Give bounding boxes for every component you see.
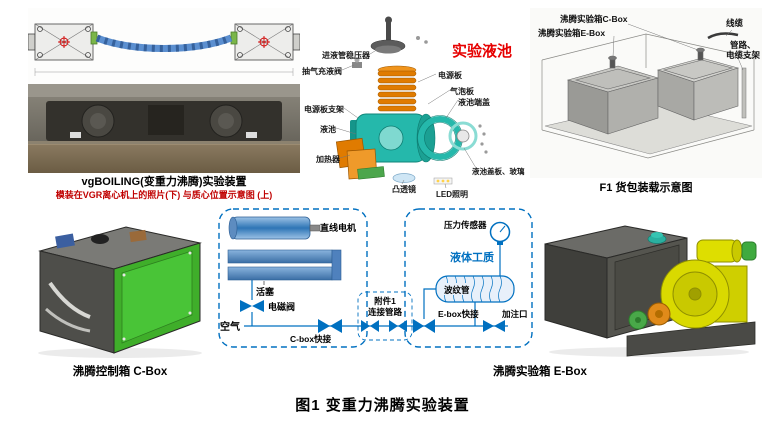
label-bellows: 波纹管 bbox=[444, 285, 470, 295]
inlet-regulator-part bbox=[370, 16, 406, 54]
cbox-shadow bbox=[38, 348, 202, 358]
label-f1-ebox: 沸腾实验箱E-Box bbox=[538, 28, 605, 38]
f1-caption: F1 货包装载示意图 bbox=[599, 182, 693, 194]
bellows-symbol bbox=[435, 275, 515, 303]
coil-stack-part bbox=[377, 65, 417, 112]
label-attachment-2: 连接管路 bbox=[368, 307, 403, 317]
label-fill-port: 加注口 bbox=[501, 309, 528, 319]
led-board-part bbox=[433, 177, 453, 185]
label-bubble-plate: 气泡板 bbox=[449, 86, 475, 96]
centroid-marker-icon bbox=[58, 36, 270, 48]
vgr-centrifuge-photo bbox=[28, 84, 300, 173]
linear-motor-symbol bbox=[228, 216, 321, 240]
label-f1-cable: 线缆 bbox=[726, 18, 744, 28]
label-power-board: 电源板 bbox=[438, 70, 463, 80]
heater-plates-part bbox=[335, 137, 378, 180]
cbox-schematic-boundary bbox=[218, 208, 368, 348]
f1-package-panel: 沸腾实验箱C-Box 沸腾实验箱E-Box 线缆 管路、 电缆支架 F1 货包装… bbox=[530, 8, 762, 204]
cbox-top-equipment bbox=[55, 229, 147, 249]
vgr-title: vgBOILING(变重力沸腾)实验装置 bbox=[81, 176, 247, 188]
centrifuge-wheel bbox=[81, 104, 243, 138]
solenoid-valve-symbol bbox=[240, 300, 264, 312]
cbox-caption: 沸腾控制箱 C-Box bbox=[72, 366, 168, 378]
f1-package-drawing: 沸腾实验箱C-Box 沸腾实验箱E-Box 线缆 管路、 电缆支架 bbox=[530, 8, 762, 178]
f1-leader-lines bbox=[612, 23, 744, 71]
back-box bbox=[656, 47, 740, 121]
label-piston: 活塞 bbox=[256, 286, 275, 297]
label-end-cover: 液池端盖 bbox=[458, 97, 490, 107]
pressure-sensor-symbol bbox=[489, 221, 511, 245]
label-ebox-connector: E-box快接 bbox=[438, 309, 479, 319]
label-inlet-regulator: 进液管稳压器 bbox=[322, 50, 371, 60]
label-pump-fill-valve: 抽气充液阀 bbox=[302, 66, 342, 76]
pipeline-valve-a bbox=[361, 320, 379, 332]
label-pool: 液池 bbox=[320, 124, 336, 134]
label-air: 空气 bbox=[220, 320, 240, 333]
photo-label-tag-2 bbox=[246, 132, 257, 138]
ebox-quick-connector-symbol bbox=[413, 319, 435, 333]
label-lens: 凸透镜 bbox=[392, 184, 416, 194]
vgr-centroid-drawing bbox=[28, 8, 300, 84]
fluid-schematic: 直线电机 活塞 电磁阀 空气 C-box快接 附件1 连接管路 压力传感器 液体… bbox=[218, 208, 533, 348]
cbox-quick-connector-symbol bbox=[318, 319, 342, 333]
liquid-pool-exploded-view: 实验液池 进液管稳压器 抽气充液阀 电源板 气泡板 液池端盖 电源板支架 液池 … bbox=[302, 16, 525, 199]
ebox-render bbox=[544, 225, 757, 357]
cbox-screws bbox=[122, 251, 192, 341]
ebox-caption: 沸腾实验箱 E-Box bbox=[493, 366, 587, 378]
label-cbox-connector: C-box快接 bbox=[290, 334, 332, 344]
leader-lines bbox=[335, 47, 477, 189]
label-led: LED照明 bbox=[436, 190, 468, 199]
label-f1-bracket-1: 管路、 bbox=[730, 40, 756, 50]
rack-frame bbox=[541, 33, 755, 159]
label-power-bracket: 电源板支架 bbox=[304, 104, 344, 114]
small-valve-part bbox=[352, 36, 428, 68]
label-f1-cbox: 沸腾实验箱C-Box bbox=[560, 14, 628, 24]
lens-part bbox=[392, 173, 416, 183]
pipeline-valve-b bbox=[389, 320, 407, 332]
photo-floor-edge bbox=[28, 141, 300, 145]
figure-caption: 图1 变重力沸腾实验装置 bbox=[295, 397, 470, 414]
pipe-bracket-part bbox=[741, 67, 747, 119]
piston-symbol bbox=[227, 249, 342, 281]
ebox-reels bbox=[628, 302, 671, 330]
flexible-tube bbox=[95, 34, 233, 52]
ebox-yellow-machine bbox=[660, 239, 757, 329]
label-linear-motor: 直线电机 bbox=[320, 222, 356, 233]
label-attachment-1: 附件1 bbox=[374, 296, 396, 306]
cbox-render bbox=[38, 226, 202, 358]
attachment-boundary bbox=[357, 291, 413, 341]
ebox-base-platform bbox=[626, 321, 756, 357]
liquid-pool-title: 实验液池 bbox=[452, 42, 512, 60]
vgr-subtitle: 模装在VGR离心机上的照片(下) 与质心位置示意图 (上) bbox=[55, 190, 273, 200]
cable-part bbox=[707, 32, 739, 40]
front-box bbox=[566, 55, 660, 135]
label-f1-bracket-2: 电缆支架 bbox=[726, 50, 761, 60]
dimension-line bbox=[34, 68, 294, 76]
photo-label-tag bbox=[70, 132, 81, 138]
cbox-body bbox=[38, 226, 202, 354]
power-board-part bbox=[357, 166, 385, 180]
photo-ceiling bbox=[28, 84, 300, 97]
ebox-teal-port bbox=[647, 232, 667, 244]
photo-floor bbox=[28, 144, 300, 173]
label-solenoid-valve: 电磁阀 bbox=[268, 301, 295, 312]
fill-port-valve-symbol bbox=[483, 320, 505, 332]
label-cover-glass: 液池盖板、玻璃 bbox=[472, 166, 525, 176]
end-cover-rings-part bbox=[417, 115, 488, 161]
ebox-schematic-boundary bbox=[404, 208, 533, 348]
cbox-pipes bbox=[44, 281, 91, 333]
label-heater: 加热器 bbox=[315, 154, 341, 164]
label-working-fluid: 液体工质 bbox=[450, 250, 494, 264]
centrifuge-center-box bbox=[148, 105, 184, 135]
label-pressure-sensor: 压力传感器 bbox=[444, 220, 487, 230]
